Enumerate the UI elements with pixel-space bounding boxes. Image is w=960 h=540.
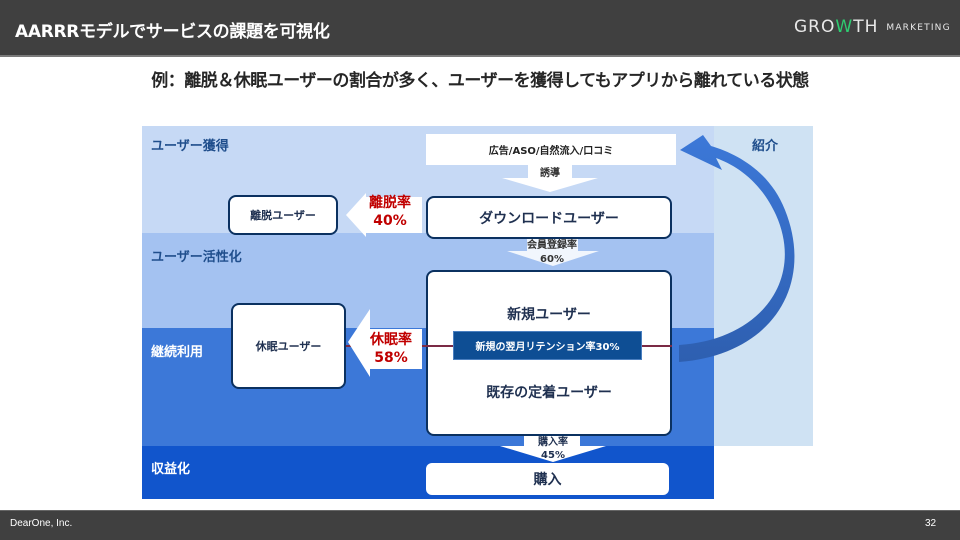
dormant-arrow-shape [348,309,422,377]
slide-header [0,0,960,57]
traffic-source-box: 広告/ASO/自然流入/口コミ [426,134,676,165]
stage-label-referral: 紹介 [752,139,779,154]
churn-arrow-shape [346,193,422,237]
purchase-box: 購入 [426,463,669,495]
induction-arrow-shape [502,165,598,192]
growth-marketing-logo: GROWTH MARKETING [794,17,951,37]
purchase-rate-value: 45% [541,450,565,461]
purchase-rate-label: 購入率 [538,437,568,448]
induction-arrow [502,165,598,192]
induction-label: 誘導 [540,168,560,179]
retention-rate-bar: 新規の翌月リテンション率30% [453,331,642,360]
dormant-users-box: 休眠ユーザー [231,303,346,389]
purchase-arrow [500,436,606,462]
churn-arrow [346,193,422,237]
page-number: 32 [925,518,937,529]
referral-curved-arrow-shape [679,135,795,362]
footer-company: DearOne, Inc. [10,518,73,529]
stage-label-acquisition: ユーザー獲得 [151,139,229,154]
registration-label: 会員登録率 [527,240,577,251]
registration-arrow [507,239,599,266]
churn-rate-value: 40% [373,213,407,229]
logo-accent-w: W [835,17,854,37]
stage-label-activation: ユーザー活性化 [151,250,242,265]
registration-arrow-shape [507,239,599,266]
registration-rate: 60% [540,254,564,265]
dormant-arrow [348,309,422,377]
churned-users-box: 離脱ユーザー [228,195,338,235]
dormant-rate-value: 58% [374,350,408,366]
download-users-box: ダウンロードユーザー [426,196,672,239]
stage-label-revenue: 収益化 [151,462,191,477]
logo-subtext: MARKETING [886,23,951,33]
stage-label-retention: 継続利用 [151,345,204,360]
slide-subtitle: 例：離脱＆休眠ユーザーの割合が多く、ユーザーを獲得してもアプリから離れている状態 [151,71,809,91]
slide-footer [0,510,960,540]
new-users-label: 新規ユーザー [507,307,591,323]
churn-rate-label: 離脱率 [369,195,411,211]
purchase-arrow-shape [500,436,606,462]
logo-wordmark: GROWTH [794,17,879,37]
existing-users-label: 既存の定着ユーザー [486,385,612,401]
dormant-rate-label: 休眠率 [370,332,412,348]
slide-title: AARRRモデルでサービスの課題を可視化 [15,22,330,42]
